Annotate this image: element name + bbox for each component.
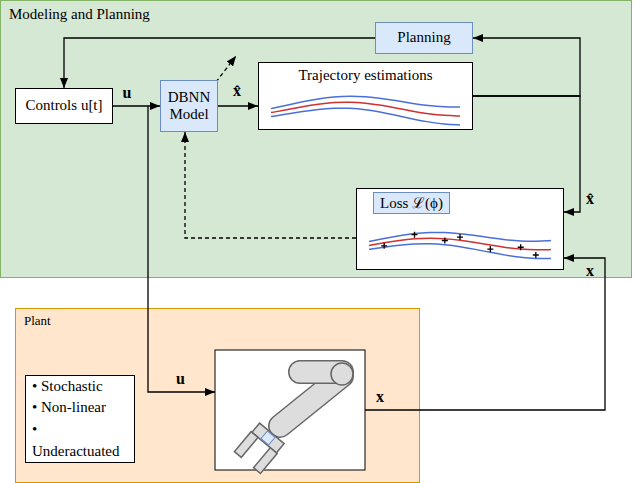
data-point <box>442 238 448 244</box>
signal-label: x̂ <box>233 82 241 100</box>
flow-arrow <box>113 105 160 106</box>
robot-arm <box>234 363 353 473</box>
node-label: Trajectory estimations <box>259 63 472 84</box>
signal-label: x̂ <box>586 190 594 208</box>
mean-curve <box>271 102 460 116</box>
process-box: Planning <box>375 22 473 54</box>
state-wire <box>365 258 605 410</box>
bound-curve <box>369 244 551 259</box>
flow-arrow <box>185 132 356 238</box>
node-label: • Stochastic <box>32 376 103 398</box>
gripper <box>234 422 284 473</box>
data-point <box>533 252 539 258</box>
control-wire <box>148 106 215 392</box>
group-region: PlanningControls u[t] DBNN Model Trajector… <box>0 0 632 278</box>
data-point <box>457 234 463 240</box>
list-box: • Stochastic• Non-linear• Underactuated <box>25 375 135 463</box>
flow-arrow <box>64 38 375 88</box>
process-box: Controls u[t] <box>15 88 113 124</box>
node-label: • Non-linear <box>32 397 106 419</box>
signal-label: x <box>586 262 594 280</box>
data-point <box>381 243 387 249</box>
flow-arrow <box>218 105 258 106</box>
signal-label: u <box>123 84 132 102</box>
flow-arrow <box>473 38 580 96</box>
data-point <box>487 246 493 252</box>
model-box: DBNN Model <box>160 80 218 132</box>
node-label: Modeling and Planning <box>9 5 623 23</box>
signal-label: x <box>376 388 384 406</box>
bound-curve <box>271 108 460 125</box>
plot-panel: Trajectory estimations <box>258 62 473 130</box>
flow-arrow <box>473 96 580 212</box>
robot-frame <box>215 350 365 470</box>
signal-label: u <box>176 370 185 388</box>
data-point <box>518 244 524 250</box>
node-label: Controls u[t] <box>25 97 102 114</box>
plot-panel: Loss ℒ(ϕ) <box>356 188 564 270</box>
node-label: • Underactuated <box>32 419 128 463</box>
node-label: Loss ℒ(ϕ) <box>373 192 450 214</box>
node-label: DBNN Model <box>165 89 213 124</box>
node-label: Plant <box>24 313 411 329</box>
tuning-arrow <box>216 56 236 82</box>
node-label: Planning <box>397 29 450 46</box>
data-point <box>412 232 418 238</box>
